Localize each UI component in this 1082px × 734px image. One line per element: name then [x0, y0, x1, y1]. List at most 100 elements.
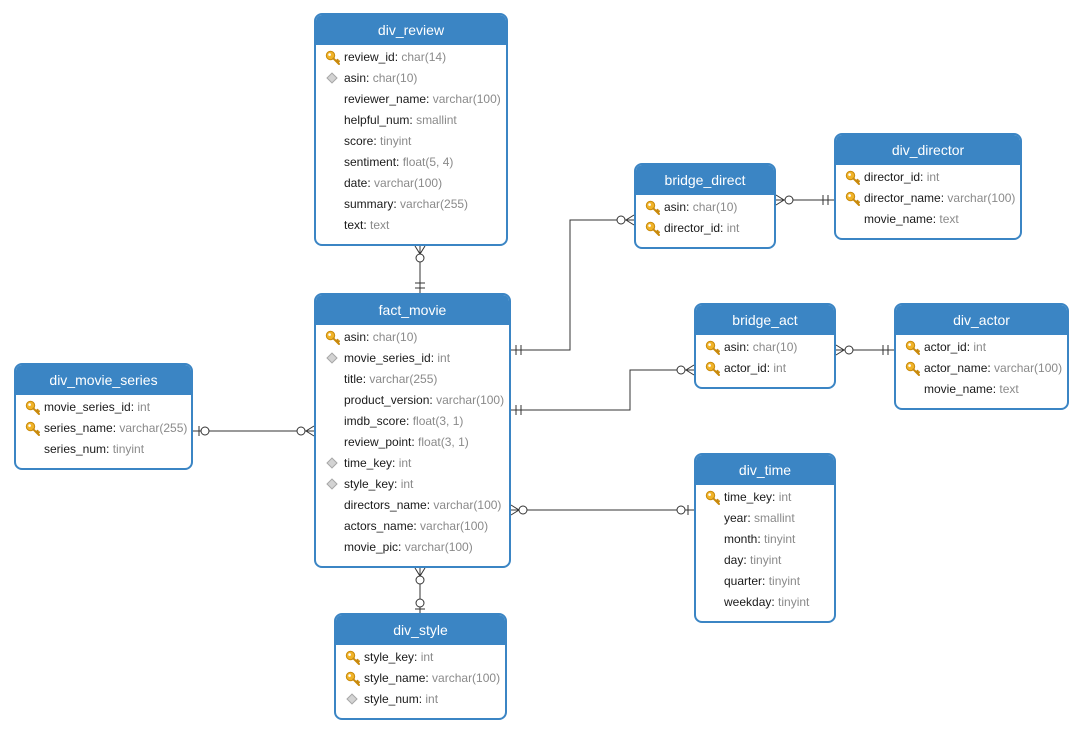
column-type: text	[370, 218, 390, 232]
column-row[interactable]: imdb_score: float(3, 1)	[316, 411, 509, 432]
key-icon	[325, 330, 341, 346]
column-row[interactable]: movie_name: text	[836, 209, 1020, 230]
column-row[interactable]: title: varchar(255)	[316, 369, 509, 390]
column-row[interactable]: helpful_num: smallint	[316, 110, 506, 131]
column-row[interactable]: actors_name: varchar(100)	[316, 516, 509, 537]
column-row[interactable]: summary: varchar(255)	[316, 194, 506, 215]
column-name: asin	[664, 200, 687, 214]
column-name: series_num	[44, 442, 107, 456]
table-bridge-direct[interactable]: bridge_direct asin: char(10)director_id:…	[634, 163, 776, 249]
column-type: int	[726, 221, 740, 235]
column-row[interactable]: time_key: int	[696, 487, 834, 508]
column-row[interactable]: day: tinyint	[696, 550, 834, 571]
column-row[interactable]: style_name: varchar(100)	[336, 668, 505, 689]
column-row[interactable]: asin: char(10)	[696, 337, 834, 358]
column-row[interactable]: text: text	[316, 215, 506, 236]
column-row[interactable]: asin: char(10)	[316, 327, 509, 348]
column-type: varchar(255)	[369, 372, 438, 386]
column-row[interactable]: director_id: int	[836, 167, 1020, 188]
table-title: div_style	[336, 615, 505, 645]
column-row[interactable]: actor_id: int	[896, 337, 1067, 358]
column-name: style_num	[364, 692, 419, 706]
column-row[interactable]: actor_id: int	[696, 358, 834, 379]
column-row[interactable]: movie_name: text	[896, 379, 1067, 400]
diamond-icon	[326, 352, 338, 364]
column-row[interactable]: date: varchar(100)	[316, 173, 506, 194]
column-type: varchar(100)	[432, 92, 501, 106]
relation-review-fact	[414, 245, 426, 294]
key-icon	[325, 50, 341, 66]
key-icon	[645, 200, 661, 216]
column-row[interactable]: review_point: float(3, 1)	[316, 432, 509, 453]
column-row[interactable]: quarter: tinyint	[696, 571, 834, 592]
column-separator: :	[992, 382, 1000, 396]
column-row[interactable]: movie_pic: varchar(100)	[316, 537, 509, 558]
column-row[interactable]: year: smallint	[696, 508, 834, 529]
key-icon	[345, 671, 361, 687]
column-type: char(10)	[372, 71, 418, 85]
column-separator: :	[112, 421, 120, 435]
column-name: movie_series_id	[44, 400, 131, 414]
column-row[interactable]: asin: char(10)	[316, 68, 506, 89]
column-name: asin	[724, 340, 747, 354]
column-type: int	[400, 477, 414, 491]
column-name: director_name	[864, 191, 941, 205]
column-row[interactable]: series_name: varchar(255)	[16, 418, 191, 439]
column-type: varchar(100)	[947, 191, 1016, 205]
column-row[interactable]: style_key: int	[336, 647, 505, 668]
column-type: tinyint	[764, 532, 796, 546]
diamond-icon	[326, 72, 338, 84]
column-row[interactable]: series_num: tinyint	[16, 439, 191, 460]
column-separator: :	[363, 218, 371, 232]
column-row[interactable]: time_key: int	[316, 453, 509, 474]
key-icon	[905, 361, 921, 377]
table-title: div_review	[316, 15, 506, 45]
column-row[interactable]: style_num: int	[336, 689, 505, 710]
table-div-review[interactable]: div_review review_id: char(14)asin: char…	[314, 13, 508, 246]
column-row[interactable]: reviewer_name: varchar(100)	[316, 89, 506, 110]
column-name: quarter	[724, 574, 763, 588]
column-row[interactable]: director_id: int	[636, 218, 774, 239]
column-row[interactable]: style_key: int	[316, 474, 509, 495]
column-type: int	[137, 400, 151, 414]
column-type: int	[425, 692, 439, 706]
column-row[interactable]: asin: char(10)	[636, 197, 774, 218]
table-fact-movie[interactable]: fact_movie asin: char(10)movie_series_id…	[314, 293, 511, 568]
column-type: varchar(100)	[404, 540, 473, 554]
column-row[interactable]: score: tinyint	[316, 131, 506, 152]
column-name: movie_pic	[344, 540, 399, 554]
key-icon	[25, 421, 41, 437]
column-row[interactable]: actor_name: varchar(100)	[896, 358, 1067, 379]
column-row[interactable]: product_version: varchar(100)	[316, 390, 509, 411]
column-row[interactable]: sentiment: float(5, 4)	[316, 152, 506, 173]
key-icon	[25, 400, 41, 416]
diamond-icon	[346, 693, 358, 705]
column-separator: :	[746, 340, 753, 354]
column-row[interactable]: directors_name: varchar(100)	[316, 495, 509, 516]
column-separator: :	[762, 574, 769, 588]
column-name: style_key	[344, 477, 395, 491]
relation-fact-time	[510, 504, 694, 516]
column-row[interactable]: review_id: char(14)	[316, 47, 506, 68]
table-bridge-act[interactable]: bridge_act asin: char(10)actor_id: int	[694, 303, 836, 389]
column-row[interactable]: movie_series_id: int	[316, 348, 509, 369]
column-separator: :	[920, 170, 927, 184]
column-row[interactable]: weekday: tinyint	[696, 592, 834, 613]
column-type: varchar(100)	[433, 498, 502, 512]
column-row[interactable]: director_name: varchar(100)	[836, 188, 1020, 209]
table-title: bridge_direct	[636, 165, 774, 195]
column-name: actor_id	[724, 361, 767, 375]
column-type: varchar(255)	[400, 197, 469, 211]
key-icon	[705, 490, 721, 506]
column-row[interactable]: month: tinyint	[696, 529, 834, 550]
column-separator: :	[366, 71, 373, 85]
column-row[interactable]: movie_series_id: int	[16, 397, 191, 418]
